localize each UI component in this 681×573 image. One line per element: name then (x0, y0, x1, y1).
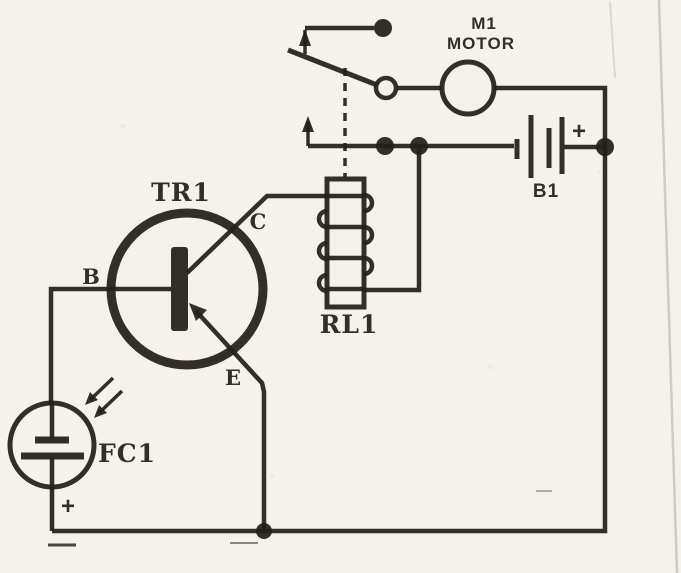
page-crease-mark (609, 1, 616, 79)
switch-arm (287, 47, 378, 88)
photocell-label: FC1 (98, 439, 156, 468)
battery-plus-label: + (572, 118, 586, 145)
motor-symbol (439, 59, 497, 117)
coil-loops-right (363, 192, 375, 277)
junction-dot-1 (376, 137, 394, 155)
light-arrow-2-head-icon (94, 405, 107, 418)
photocell-symbol (7, 376, 124, 490)
relay-contact-switch (287, 19, 428, 177)
transistor-label: TR1 (151, 178, 211, 207)
coil-windings (327, 193, 364, 292)
coil-loops-left (316, 208, 328, 294)
nc-contact-dot (374, 19, 392, 37)
emitter-arrow-icon (189, 303, 207, 321)
battery-label: B1 (533, 181, 559, 202)
photocell-circle (7, 400, 97, 490)
wire-collector-to-coil (185, 193, 327, 275)
upper-contact-arrow-icon (299, 29, 311, 46)
transistor-circle (106, 208, 268, 370)
battery-rail-junction-dot (596, 138, 614, 156)
emitter-terminal-label: E (225, 365, 241, 390)
motor-ref-label: M1 (471, 14, 497, 33)
transistor-symbol (106, 208, 268, 370)
labels: TR1 B C E RL1 FC1 + M1 MOTOR B1 + (61, 14, 586, 520)
motor-circle (439, 59, 497, 117)
common-contact-circle (373, 75, 399, 101)
photocell-plus-label: + (61, 493, 75, 520)
junction-dot-2 (410, 137, 428, 155)
light-arrow-1-head-icon (85, 392, 98, 405)
scan-artifacts (48, 0, 679, 573)
motor-name-label: MOTOR (447, 34, 515, 53)
battery-symbol (514, 115, 614, 178)
page-edge-line (657, 0, 679, 573)
emitter-bottom-junction-dot (256, 523, 272, 539)
wire-emitter-to-bottom (194, 309, 267, 531)
collector-terminal-label: C (250, 209, 267, 234)
relay-label: RL1 (320, 310, 379, 339)
lower-contact-arrow-icon (302, 116, 314, 132)
base-terminal-label: B (82, 264, 100, 289)
wire-coil-return (364, 146, 422, 293)
relay-coil-symbol (316, 176, 375, 310)
transistor-base-bar (171, 247, 188, 331)
wire-base-left-rail (48, 286, 171, 404)
wire-right-and-bottom-rail (52, 85, 608, 534)
